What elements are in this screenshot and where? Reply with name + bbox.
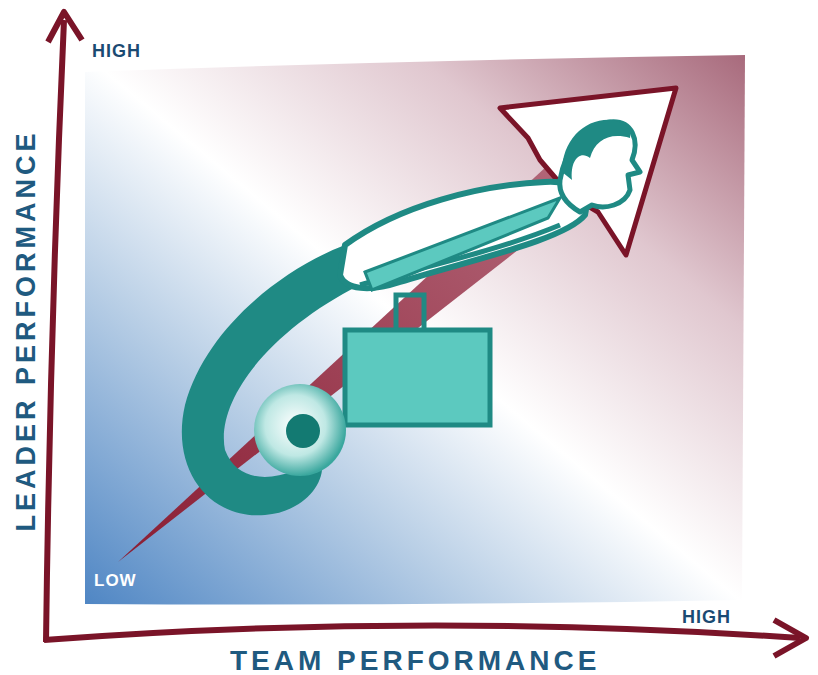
target-dot	[286, 414, 320, 448]
briefcase-handle	[396, 295, 424, 331]
axis-title: TEAM PERFORMANCE	[230, 647, 600, 675]
axis-end-label: HIGH	[682, 608, 731, 626]
axis-arrowhead	[774, 620, 806, 656]
man-hair	[562, 120, 630, 180]
man-tie	[365, 198, 560, 290]
axis-title: LEADER PERFORMANCE	[13, 129, 40, 531]
gradient-panel	[85, 55, 745, 605]
growth-arrow-shaft	[118, 165, 582, 562]
axis-end-label: HIGH	[92, 42, 141, 60]
axis-arrowhead	[48, 12, 82, 42]
target-disc	[254, 384, 346, 476]
axis-end-label: LOW	[94, 572, 137, 589]
briefcase	[345, 330, 490, 425]
vertical-axis	[46, 20, 64, 642]
motion-swoosh	[182, 245, 360, 515]
horizontal-axis	[44, 625, 800, 640]
